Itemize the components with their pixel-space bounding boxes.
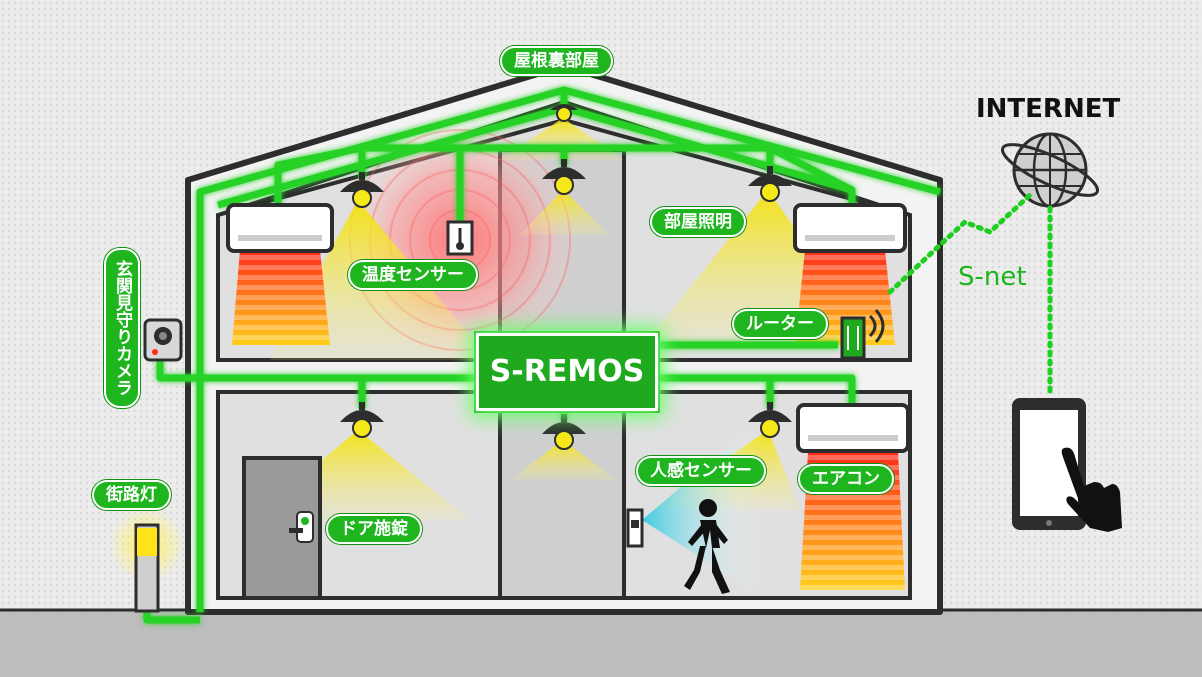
router-icon	[840, 309, 885, 360]
globe-icon	[1001, 132, 1099, 208]
thermometer-icon	[446, 220, 474, 256]
s-net-label: S-net	[958, 262, 1027, 292]
wiring	[143, 86, 941, 624]
air-conditioner-icon	[226, 203, 910, 453]
label-entrance-camera: 玄関見守りカメラ	[104, 248, 140, 408]
hand-pointer-icon	[1061, 447, 1122, 532]
label-attic: 屋根裏部屋	[500, 46, 613, 76]
pendant-lamp-icon	[340, 104, 792, 450]
s-net-link	[887, 192, 1033, 295]
person-walking-icon	[684, 499, 730, 594]
label-router: ルーター	[732, 309, 828, 339]
label-room-lighting: 部屋照明	[650, 207, 746, 237]
label-air-conditioner: エアコン	[798, 464, 894, 494]
label-door-lock: ドア施錠	[326, 514, 422, 544]
tablet-icon	[1012, 398, 1086, 530]
motion-sensor-icon	[626, 508, 644, 548]
s-remos-hub: S-REMOS	[476, 333, 658, 411]
door-icon	[242, 456, 322, 600]
door-lock-icon	[289, 511, 314, 543]
ground	[0, 610, 1202, 677]
label-motion-sensor: 人感センサー	[636, 456, 766, 486]
camera-icon	[143, 318, 183, 362]
label-street-light: 街路灯	[92, 480, 171, 510]
label-temperature-sensor: 温度センサー	[348, 260, 478, 290]
internet-label: INTERNET	[976, 94, 1121, 124]
street-lamp-icon	[109, 507, 185, 613]
